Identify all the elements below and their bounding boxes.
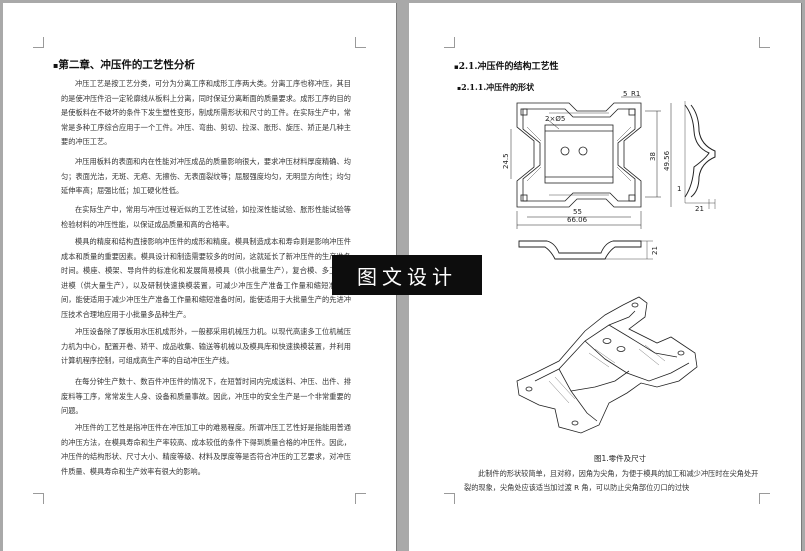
subsection-title: ▪2.1.1.冲压件的形状 — [457, 82, 535, 92]
paragraph: 冲压工艺是按工艺分类，可分为分离工序和成形工序两大类。分离工序也称冲压，其目的是… — [61, 79, 351, 146]
margin-corner-top-left — [444, 37, 455, 48]
section-title: ▪2.1.冲压件的结构工艺性 — [454, 62, 559, 72]
margin-corner-top-left — [33, 37, 44, 48]
bottom-paragraph: 此制件的形状较简单，且对称，因角为尖角，为便于模具的加工和减少冲压时在尖角处开裂… — [464, 469, 759, 492]
margin-corner-bottom-left — [444, 493, 455, 504]
margin-corner-bottom-right — [355, 493, 366, 504]
dim-21-front: 21 — [651, 246, 659, 255]
front-view-outline — [518, 240, 642, 260]
paragraph: 在实际生产中，常用与冲压过程近似的工艺性试验，如拉深性能试验、胀形性能试验等检验… — [61, 205, 351, 229]
dim-66-06: 66.06 — [567, 216, 588, 224]
side-view-profile — [684, 104, 716, 198]
margin-corner-top-right — [355, 37, 366, 48]
dim-21-side: 21 — [695, 205, 704, 213]
dim-5: 5 — [623, 91, 627, 98]
paragraph: 冲压件的工艺性是指冲压件在冲压加工中的难易程度。所谓冲压工艺性好是指能用普通的冲… — [61, 423, 351, 476]
dim-49-56: 49.56 — [663, 150, 671, 171]
paragraph: 冲压设备除了厚板用水压机成形外，一般都采用机械压力机。以现代高速多工位机械压力机… — [61, 327, 351, 365]
dim-55: 55 — [573, 208, 582, 216]
top-view-outline — [516, 102, 642, 208]
part-drawing: 55 66.06 5 R1 2×Ø5 24.5 38 49.56 1 21 — [502, 91, 716, 434]
paragraph: 冲压用板料的表面和内在性能对冲压成品的质量影响很大，要求冲压材料厚度精确、均匀；… — [61, 157, 351, 195]
dim-r1: R1 — [631, 91, 640, 98]
right-page: ▪2.1.冲压件的结构工艺性 ▪2.1.1.冲压件的形状 — [409, 3, 802, 551]
margin-corner-bottom-right — [759, 493, 770, 504]
isometric-view — [516, 296, 698, 434]
paragraph: 模具的精度和结构直接影响冲压件的成形和精度。模具制造成本和寿命则是影响冲压件成本… — [61, 237, 351, 319]
chapter-title: ▪第二章、冲压件的工艺性分析 — [53, 59, 195, 71]
dim-38: 38 — [649, 152, 657, 161]
dim-1: 1 — [677, 185, 681, 193]
dim-24-5: 24.5 — [502, 153, 510, 169]
margin-corner-top-right — [759, 37, 770, 48]
figure-caption: 图1.零件及尺寸 — [594, 454, 647, 463]
paragraph: 在每分钟生产数十、数百件冲压件的情况下，在短暂时间内完成送料、冲压、出件、排废料… — [61, 377, 351, 415]
margin-corner-bottom-left — [33, 493, 44, 504]
left-page: ▪第二章、冲压件的工艺性分析 冲压工艺是按工艺分类，可分为分离工序和成形工序两大… — [3, 3, 397, 551]
watermark-banner: 图文设计 — [332, 255, 482, 295]
dim-holes: 2×Ø5 — [545, 115, 565, 123]
